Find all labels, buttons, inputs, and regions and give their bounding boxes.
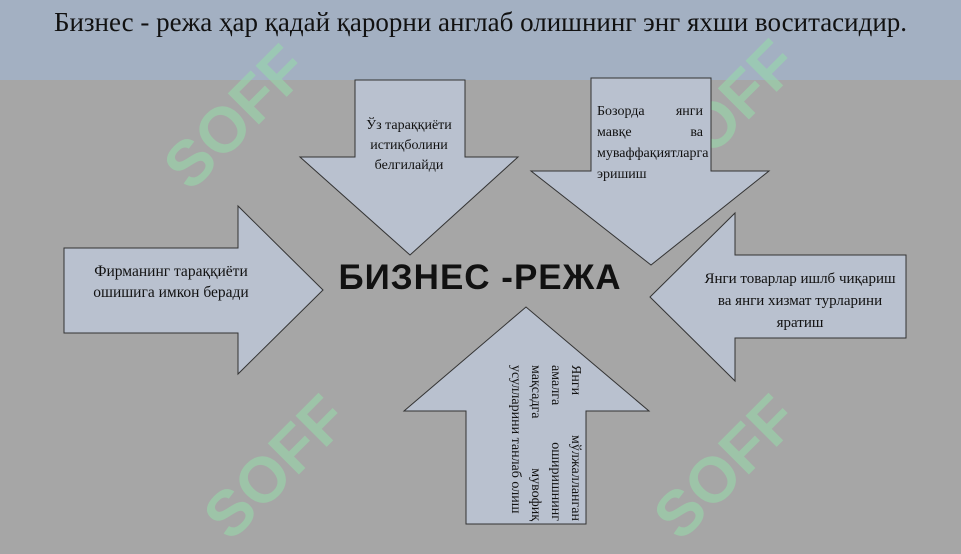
arrow-top-left-label: Ўз тараққиёти истиқболини белгилайди [366,118,452,173]
arrow-top-left [298,79,520,256]
arrow-left [63,204,324,376]
arrow-left-label: Фирманинг тараққиёти ошишига имкон берад… [93,263,249,301]
arrow-bottom [402,306,651,525]
arrow-top-right [529,77,771,266]
arrow-bottom-label: Янги мўлжалланган амалга оширишнинг мақс… [508,365,583,521]
center-label: БИЗНЕС -РЕЖА [338,258,622,297]
arrow-right [649,211,907,383]
title-bar [0,0,961,80]
arrow-top-right-label: Бозорда янги мавқе ва муваффақиятларга э… [597,104,709,182]
slide-title: Бизнес - режа ҳар қадай қарорни англаб о… [53,7,908,37]
arrow-right-label: Янги товарлар ишлб чиқариш ва янги хизма… [704,271,896,331]
arrows-diagram [63,77,907,525]
